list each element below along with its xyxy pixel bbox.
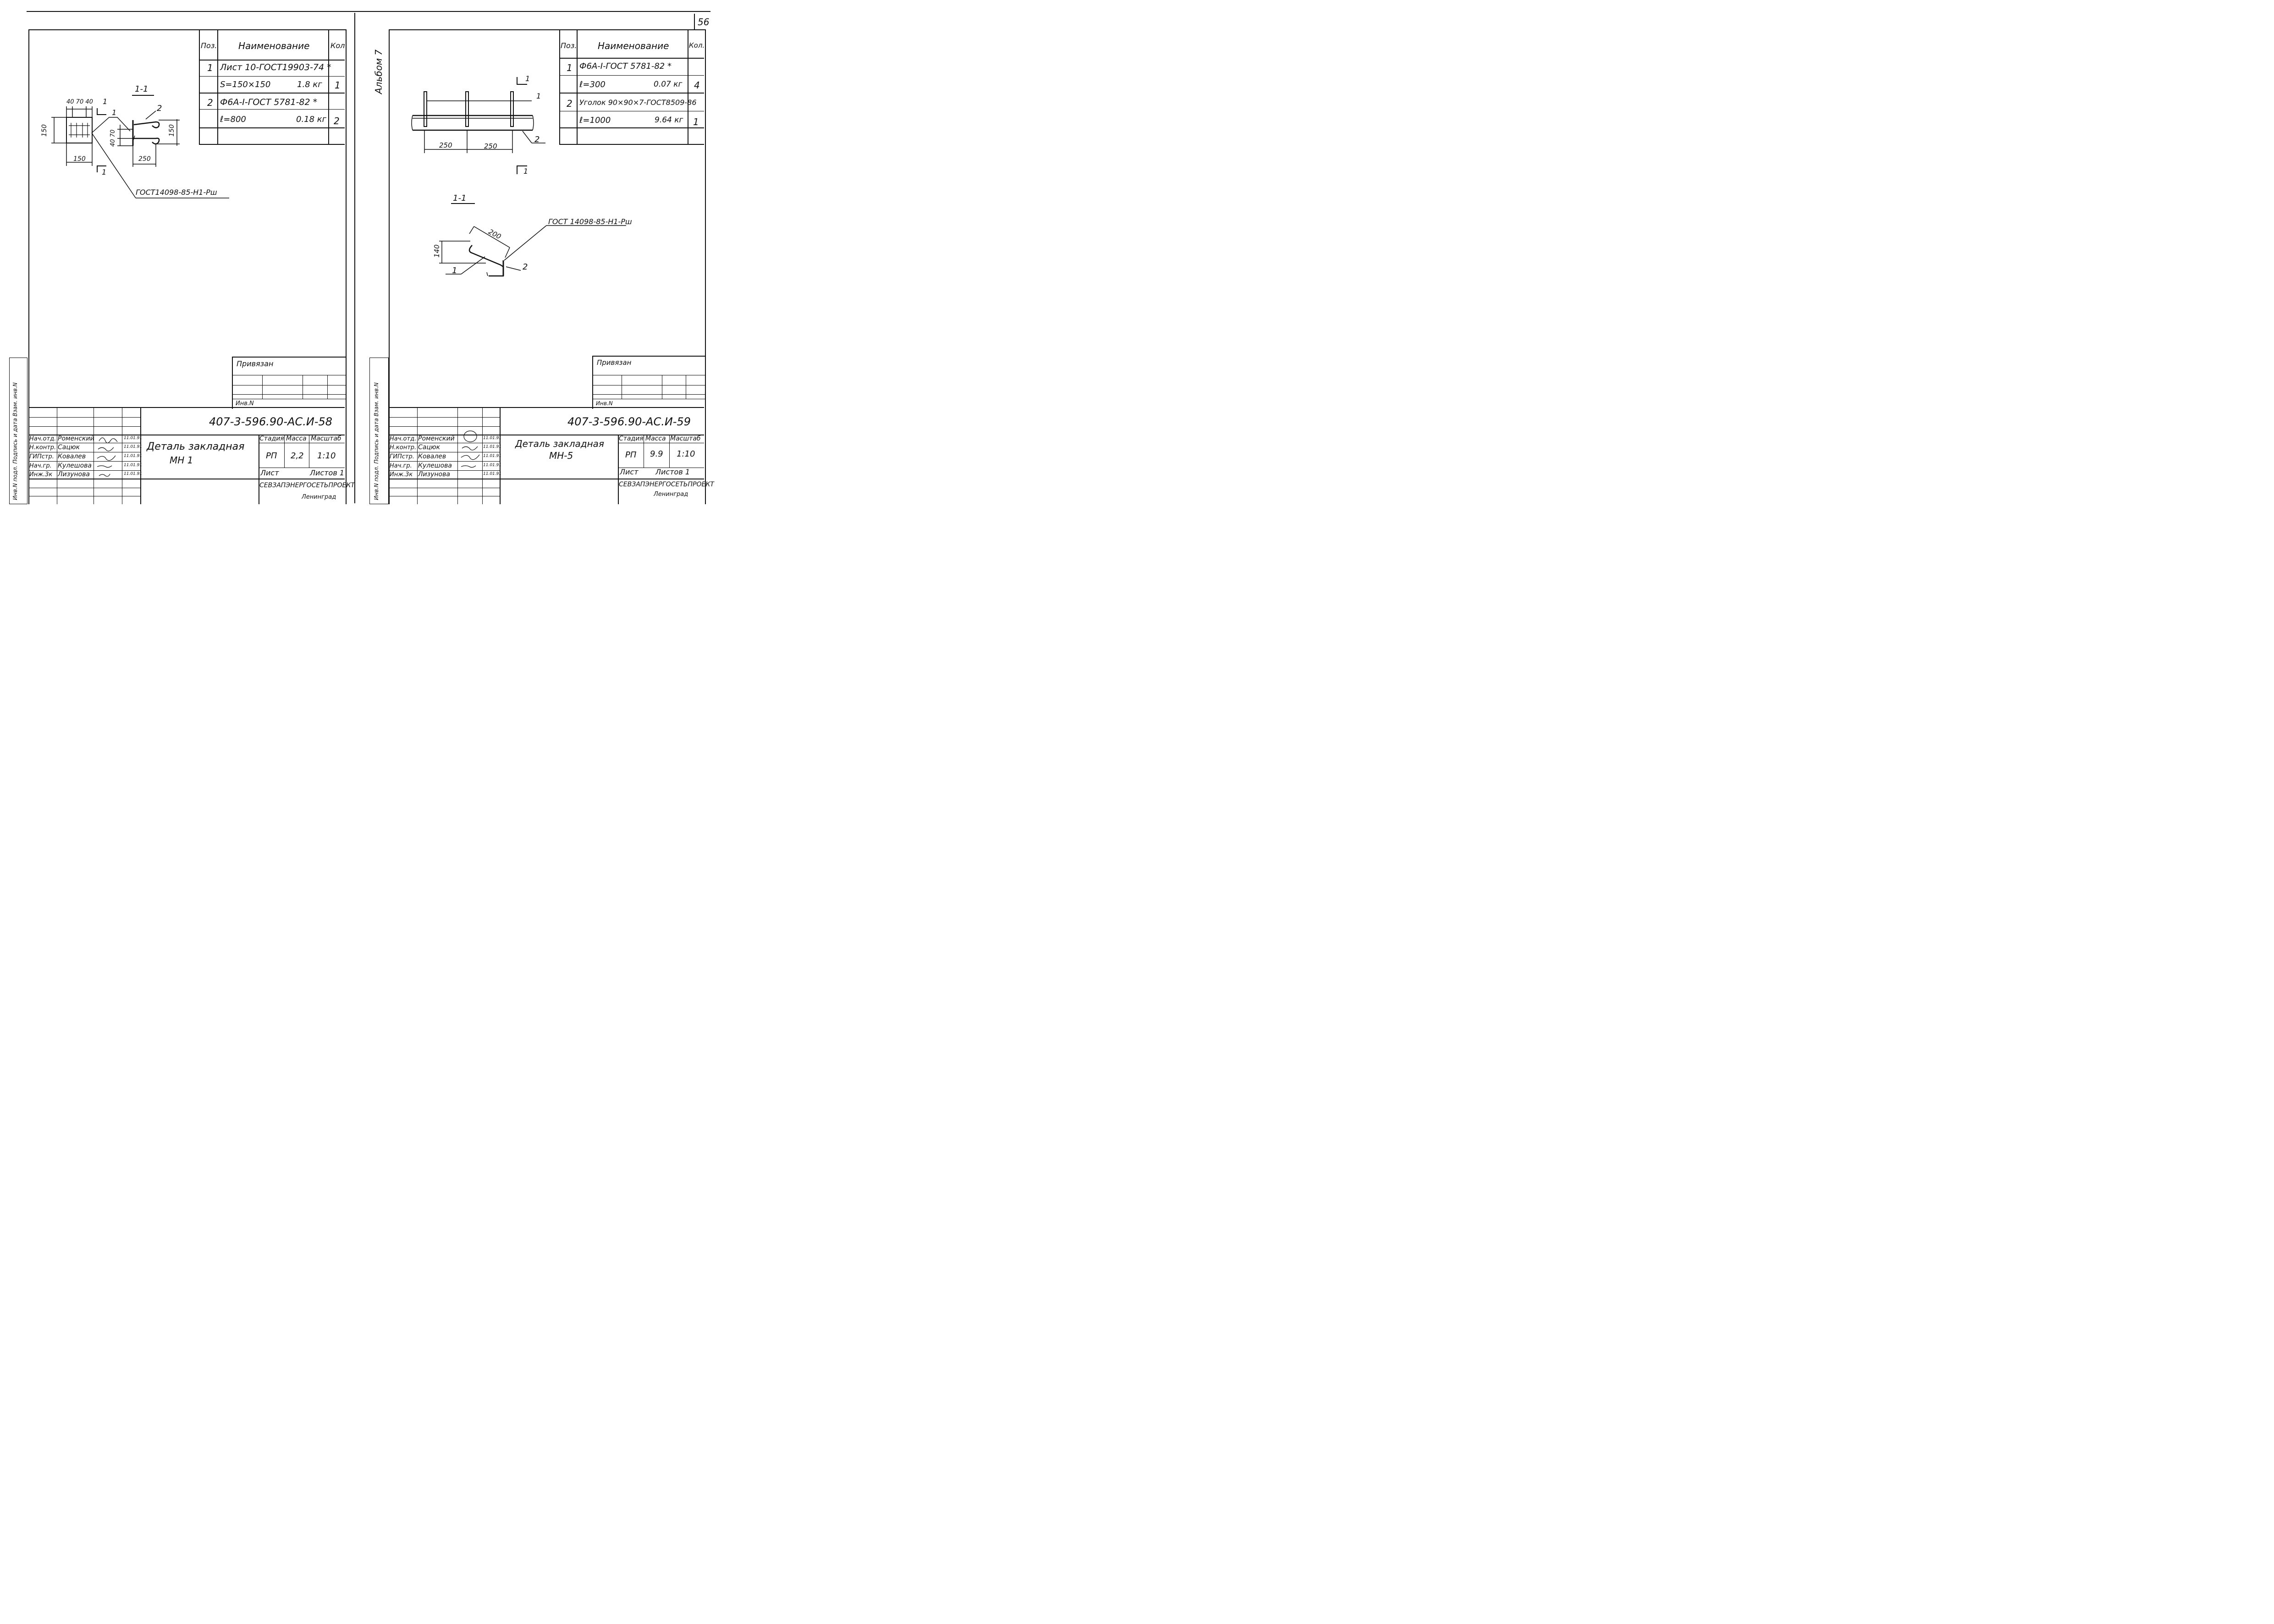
spec-row-mass: 1.8 кг bbox=[297, 80, 322, 89]
left-privyazan-block: Привязан Инв.N bbox=[232, 357, 346, 409]
doc-code: 407-3-596.90-АС.И-58 bbox=[209, 415, 332, 428]
album-label: Альбом 7 bbox=[373, 50, 384, 94]
spec-row-mass: 0.18 кг bbox=[296, 115, 327, 124]
dim-label: 40 70 bbox=[110, 129, 116, 147]
dim-label: 150 bbox=[73, 155, 86, 163]
callout-label: 2 bbox=[534, 135, 540, 144]
cut-mark-label: 1 bbox=[102, 168, 107, 176]
spec-row-mass: 0.07 кг bbox=[654, 80, 683, 89]
spec-row-pos: 2 bbox=[567, 98, 573, 109]
city: Ленинград bbox=[302, 494, 336, 501]
cut-mark-label: 1 bbox=[523, 167, 529, 176]
left-spec-table: Поз. Наименование Кол 1 Лист 10-ГОСТ1990… bbox=[199, 30, 345, 145]
drawing-mark: МН-5 bbox=[549, 450, 573, 461]
left-sheet-frame bbox=[28, 29, 347, 504]
dim-label: 250 bbox=[138, 155, 151, 163]
page-number: 56 bbox=[698, 17, 710, 28]
spec-header-qty: Кол bbox=[330, 41, 345, 50]
spec-header-name: Наименование bbox=[238, 40, 310, 51]
dim-label: 150 bbox=[168, 124, 176, 137]
callout-label: 2 bbox=[523, 262, 528, 272]
right-sheet-frame bbox=[389, 29, 706, 504]
organization: СЕВЗАПЭНЕРГОСЕТЬПРОЕКТ bbox=[259, 482, 355, 489]
signature-marks bbox=[97, 437, 118, 477]
drawing-title: Деталь закладная bbox=[147, 441, 245, 452]
spec-row-name: Ф6А-I-ГОСТ 5781-82 * bbox=[220, 97, 318, 107]
right-privyazan-block: Привязан Инв.N bbox=[592, 356, 705, 409]
weld-note: ГОСТ 14098-85-Н1-Рш bbox=[548, 217, 632, 226]
spec-row-qty: 2 bbox=[334, 116, 340, 127]
doc-code: 407-3-596.90-АС.И-59 bbox=[567, 415, 691, 428]
left-title-block: Нач.отд. Роменский 11.01.91 Н.контр. Сац… bbox=[28, 407, 355, 504]
dim-label: 250 bbox=[484, 142, 497, 150]
weld-note: ГОСТ14098-85-Н1-Рш bbox=[136, 188, 217, 197]
drawing-mark: МН 1 bbox=[170, 455, 193, 466]
cut-mark-label: 1 bbox=[103, 97, 108, 106]
dim-label: 40 70 40 bbox=[66, 99, 93, 105]
spec-row-name: ℓ=1000 bbox=[579, 116, 611, 125]
cut-mark-label: 1 bbox=[525, 74, 530, 83]
callout-label: 1 bbox=[452, 266, 457, 275]
organization: СЕВЗАПЭНЕРГОСЕТЬПРОЕКТ bbox=[619, 481, 714, 488]
spec-row-pos: 2 bbox=[207, 97, 213, 108]
spec-header-name: Наименование bbox=[598, 40, 669, 51]
dim-label: 150 bbox=[41, 124, 48, 137]
callout-label: 1 bbox=[112, 108, 117, 117]
spec-row-pos: 1 bbox=[207, 62, 213, 73]
spec-row-name: ℓ=300 bbox=[579, 80, 606, 89]
spec-row-mass: 9.64 кг bbox=[655, 116, 683, 125]
drawing-title: Деталь закладная bbox=[515, 438, 604, 449]
callout-label: 2 bbox=[157, 104, 162, 113]
spec-row-name: ℓ=800 bbox=[220, 115, 246, 124]
right-side-stamp: Инв.N подл. Подпись и дата Взам. инв.N bbox=[369, 358, 389, 504]
spec-row-qty: 4 bbox=[694, 80, 700, 91]
right-title-block: Нач.отд. Роменский 11.01.91 Н.контр. Сац… bbox=[389, 407, 714, 504]
spec-header-pos: Поз. bbox=[561, 41, 577, 50]
spec-row-name: Лист 10-ГОСТ19903-74 * bbox=[220, 62, 331, 72]
signature-marks bbox=[461, 430, 480, 468]
callout-label: 1 bbox=[536, 92, 541, 100]
right-spec-table: Поз. Наименование Кол. 1 Ф6А-I-ГОСТ 5781… bbox=[559, 30, 705, 145]
spec-row-pos: 1 bbox=[567, 62, 573, 73]
spec-row-name: S=150×150 bbox=[220, 80, 271, 89]
spec-row-name: Ф6А-I-ГОСТ 5781-82 * bbox=[579, 61, 672, 71]
spec-row-name: Уголок 90×90×7-ГОСТ8509-86 bbox=[579, 98, 697, 107]
spec-header-qty: Кол. bbox=[689, 41, 705, 50]
section-label: 1-1 bbox=[453, 193, 467, 203]
spec-header-pos: Поз. bbox=[201, 41, 217, 50]
dim-label: 140 bbox=[433, 244, 441, 258]
spec-row-qty: 1 bbox=[335, 80, 341, 91]
dim-label: 250 bbox=[439, 141, 452, 149]
spec-row-qty: 1 bbox=[693, 116, 699, 127]
city: Ленинград bbox=[654, 491, 688, 498]
section-label: 1-1 bbox=[135, 84, 149, 94]
left-side-stamp: Инв.N подл. Подпись и дата Взам. инв.N bbox=[9, 358, 28, 504]
